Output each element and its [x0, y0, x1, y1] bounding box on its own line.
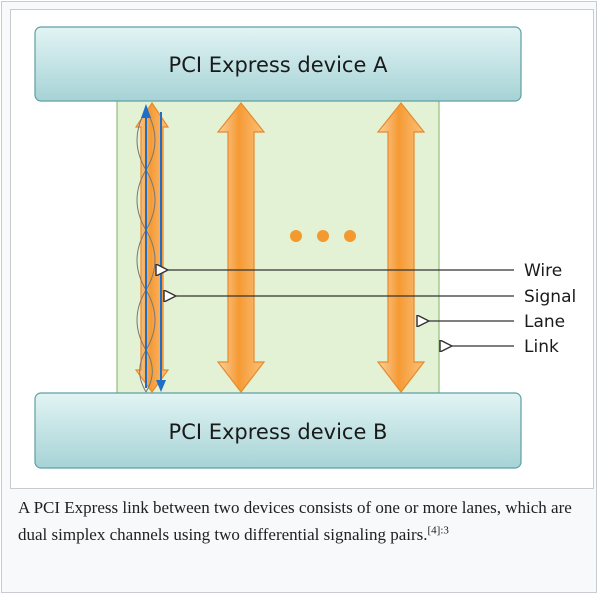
ellipsis-dot: [344, 230, 356, 242]
lane-2-arrow: [216, 102, 266, 393]
lane-n-arrow: [376, 102, 426, 393]
device-a-label: PCI Express device A: [169, 53, 389, 77]
wire-label: Wire: [524, 261, 562, 281]
figure-caption: A PCI Express link between two devices c…: [18, 494, 578, 548]
device-b-label: PCI Express device B: [169, 420, 388, 444]
lane-1: [134, 101, 170, 394]
device-a: PCI Express device A: [34, 26, 522, 102]
lane-label: Lane: [524, 312, 565, 332]
pci-express-diagram: PCI Express device A PCI Express device …: [34, 26, 576, 469]
signal-label: Signal: [524, 287, 576, 307]
ellipsis-dot: [290, 230, 302, 242]
device-b: PCI Express device B: [34, 392, 522, 469]
wire-down-head: [156, 380, 166, 392]
citation-link[interactable]: [4]:3: [427, 524, 449, 537]
lane-1-arrow: [134, 101, 170, 394]
link-label: Link: [524, 337, 559, 357]
wire-up-head: [141, 104, 151, 118]
ellipsis-dot: [317, 230, 329, 242]
caption-text: A PCI Express link between two devices c…: [18, 498, 572, 544]
